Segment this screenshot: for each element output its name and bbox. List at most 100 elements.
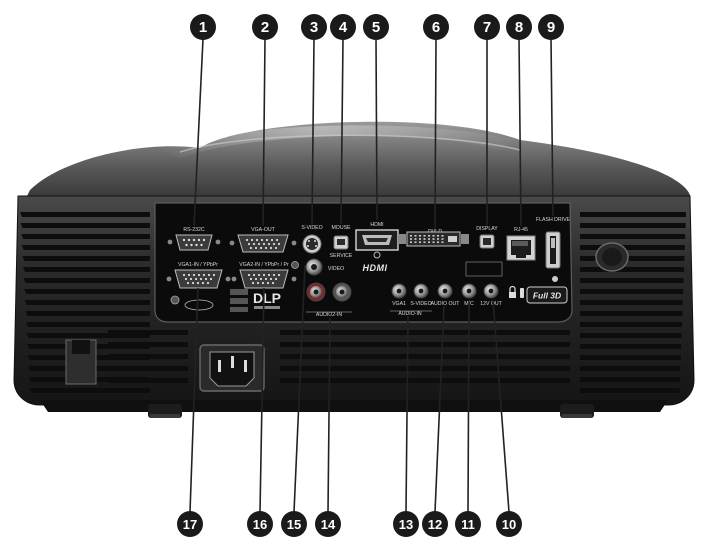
- vga-out-label: VGA-OUT: [251, 227, 275, 233]
- certified-badge: [230, 307, 248, 312]
- lock-icon: [509, 285, 516, 298]
- dvi-pin: [414, 241, 417, 243]
- callout-number: 14: [321, 517, 336, 532]
- callout-6: 6: [423, 14, 449, 40]
- callout-4: 4: [330, 14, 356, 40]
- leader-line: [550, 38, 554, 217]
- ports: RS-232C VGA-OUT S-VIDEO: [166, 217, 571, 318]
- hdmi-logo: HDMI: [363, 263, 388, 273]
- callout-14: 14: [315, 511, 341, 537]
- vent-slot-right: [580, 366, 681, 371]
- foot-left-shadow: [150, 414, 180, 418]
- video-label: VIDEO: [328, 266, 344, 272]
- vent-slot-right: [580, 234, 686, 239]
- callout-circle: [506, 14, 532, 40]
- vga2-in-label: VGA2-IN / YPbPr / Pr: [239, 262, 289, 268]
- top-ridge: [179, 134, 521, 153]
- vent-slot-right: [580, 311, 683, 316]
- callout-10: 10: [496, 511, 522, 537]
- leader-line: [311, 38, 315, 225]
- dvi-pin: [423, 238, 426, 240]
- dvi-pin: [432, 235, 435, 237]
- flash-drive-label: FLASH DRIVE: [536, 217, 571, 223]
- callout-11: 11: [455, 511, 481, 537]
- dvi-pin: [441, 241, 444, 243]
- audio2-in-label: AUDIO2-IN: [316, 312, 342, 318]
- vent-slot-bottom: [280, 342, 570, 347]
- dvi-pin: [437, 241, 439, 243]
- foot-right-shadow: [562, 414, 592, 418]
- rj45-port: RJ-45: [506, 227, 536, 261]
- vga-out-port: VGA-OUT: [229, 227, 297, 253]
- vent-slot-left: [23, 278, 151, 283]
- callout-number: 4: [339, 19, 348, 36]
- dvi-pin: [432, 241, 435, 243]
- vent-slot-right: [580, 278, 684, 283]
- indicator-dot: [552, 276, 558, 282]
- dvi-pin: [437, 238, 439, 240]
- vent-slot-right: [580, 300, 683, 305]
- vent-slot-right: [580, 223, 686, 228]
- callout-circle: [190, 14, 216, 40]
- 12v-out-label: 12V OUT: [480, 301, 502, 307]
- callout-circle: [252, 14, 278, 40]
- vent-slot-bottom-left: [108, 342, 188, 347]
- vent-slot-left: [21, 234, 151, 239]
- callout-17: 17: [177, 511, 203, 537]
- top-hood-glare: [160, 125, 520, 158]
- hdmi-label: HDMI: [370, 222, 383, 228]
- dvi-pin: [410, 235, 412, 237]
- 12v-out-jack: 12V OUT: [480, 283, 503, 307]
- audio-in-label: AUDIO-IN: [398, 311, 422, 317]
- leader-line: [189, 287, 199, 513]
- mouse-port: MOUSE SERVICE: [330, 225, 353, 259]
- leader-line: [193, 38, 204, 227]
- leader-lines: [189, 38, 554, 513]
- dvi-pin: [428, 241, 430, 243]
- vent-slot-left: [20, 223, 150, 228]
- callout-number: 17: [183, 517, 197, 532]
- vent-slot-bottom: [280, 366, 570, 371]
- dvi-pin: [414, 238, 417, 240]
- dvi-pin: [437, 235, 439, 237]
- callout-number: 11: [461, 517, 475, 532]
- leader-line: [467, 301, 470, 513]
- vent-slot-left: [25, 311, 150, 316]
- callout-number: 2: [261, 19, 269, 36]
- audio2-in-jacks: AUDIO2-IN: [306, 282, 352, 318]
- s-video-port: S-VIDEO: [301, 225, 323, 254]
- vent-slot-right: [580, 322, 682, 327]
- vent-slot-left: [26, 322, 150, 327]
- audio-row: VGA1 S-VIDEO AUDIO-IN AUDIO OUT MIC 12V …: [390, 261, 503, 317]
- vent-slot-left: [24, 300, 150, 305]
- leader-line: [259, 287, 265, 513]
- dvi-pin: [419, 238, 421, 240]
- callout-circle: [281, 511, 307, 537]
- dvi-pin: [428, 235, 430, 237]
- svideo-audio-label: S-VIDEO: [410, 301, 431, 307]
- vent-slot-right: [580, 377, 680, 382]
- vent-slot-bottom-left: [108, 354, 188, 359]
- display-port: DISPLAY: [476, 226, 498, 249]
- dvi-pin: [419, 241, 421, 243]
- filter-cover: [65, 339, 97, 385]
- screw-mid: [291, 261, 299, 269]
- callout-number: 12: [428, 517, 442, 532]
- callout-number: 6: [432, 19, 440, 36]
- callout-circle: [315, 511, 341, 537]
- vent-slot-right: [580, 355, 681, 360]
- full3d-logo: Full 3D: [533, 291, 561, 301]
- callout-8: 8: [506, 14, 532, 40]
- callout-circle: [422, 511, 448, 537]
- dvi-pin: [441, 238, 444, 240]
- mouse-label: MOUSE: [331, 225, 351, 231]
- vga2-in-port: VGA2-IN / YPbPr / Pr: [231, 262, 297, 289]
- leader-line: [434, 305, 445, 513]
- dvi-d-port: DVI-D: [398, 229, 469, 247]
- rs232c-label: RS-232C: [183, 227, 205, 233]
- vent-slot-right: [580, 267, 684, 272]
- callout-circle: [455, 511, 481, 537]
- vent-slot-right: [580, 245, 685, 250]
- leader-line: [293, 264, 306, 513]
- dvi-pin: [414, 235, 417, 237]
